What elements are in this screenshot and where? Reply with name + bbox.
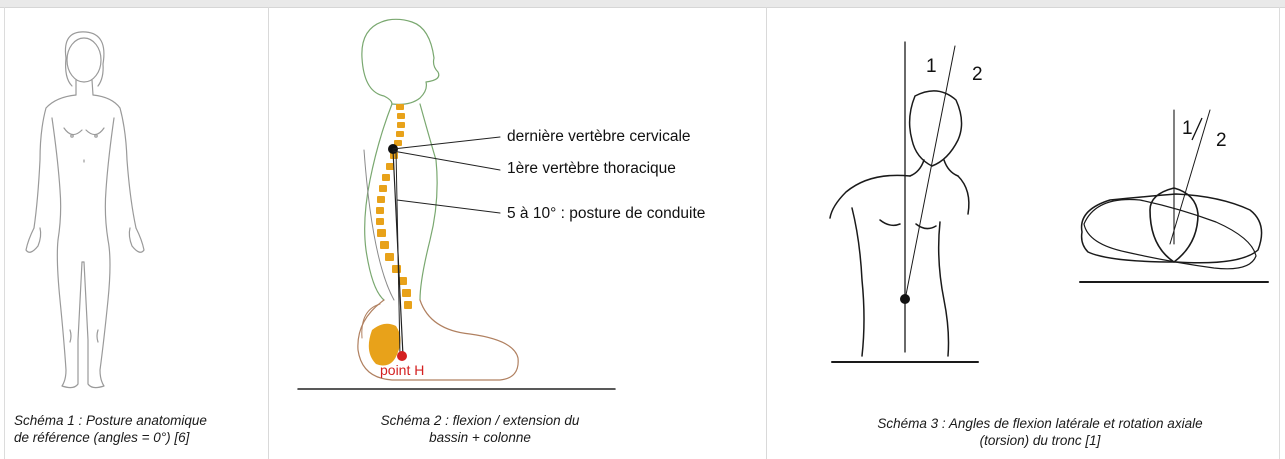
point-h-marker [397, 351, 407, 361]
caption-schema-1-line2: de référence (angles = 0°) [6] [14, 429, 207, 446]
front-view-figure [830, 42, 978, 362]
top-axis-label-2: 2 [1216, 130, 1227, 152]
top-axis-slash [1190, 116, 1204, 142]
label-last-cervical-vertebra: dernière vertèbre cervicale [507, 128, 691, 146]
anatomical-figure [26, 32, 144, 388]
caption-schema-1-line1: Schéma 1 : Posture anatomique [14, 412, 207, 429]
label-driving-posture-angle: 5 à 10° : posture de conduite [507, 205, 705, 223]
caption-schema-3-line2: (torsion) du tronc [1] [820, 432, 1260, 449]
caption-schema-2-line2: bassin + colonne [330, 429, 630, 446]
caption-schema-2-line1: Schéma 2 : flexion / extension du [330, 412, 630, 429]
pelvis-point [900, 294, 910, 304]
front-axis-label-1: 1 [926, 56, 937, 78]
caption-schema-3-line1: Schéma 3 : Angles de flexion latérale et… [820, 415, 1260, 432]
label-first-thoracic-vertebra: 1ère vertèbre thoracique [507, 160, 676, 178]
label-point-h: point H [380, 362, 424, 378]
top-view-figure [1080, 110, 1268, 282]
front-axis-label-2: 2 [972, 64, 983, 86]
caption-schema-3: Schéma 3 : Angles de flexion latérale et… [820, 415, 1260, 449]
spine-vertebrae [369, 104, 412, 366]
caption-schema-1: Schéma 1 : Posture anatomique de référen… [14, 412, 207, 446]
caption-schema-2: Schéma 2 : flexion / extension du bassin… [330, 412, 630, 446]
